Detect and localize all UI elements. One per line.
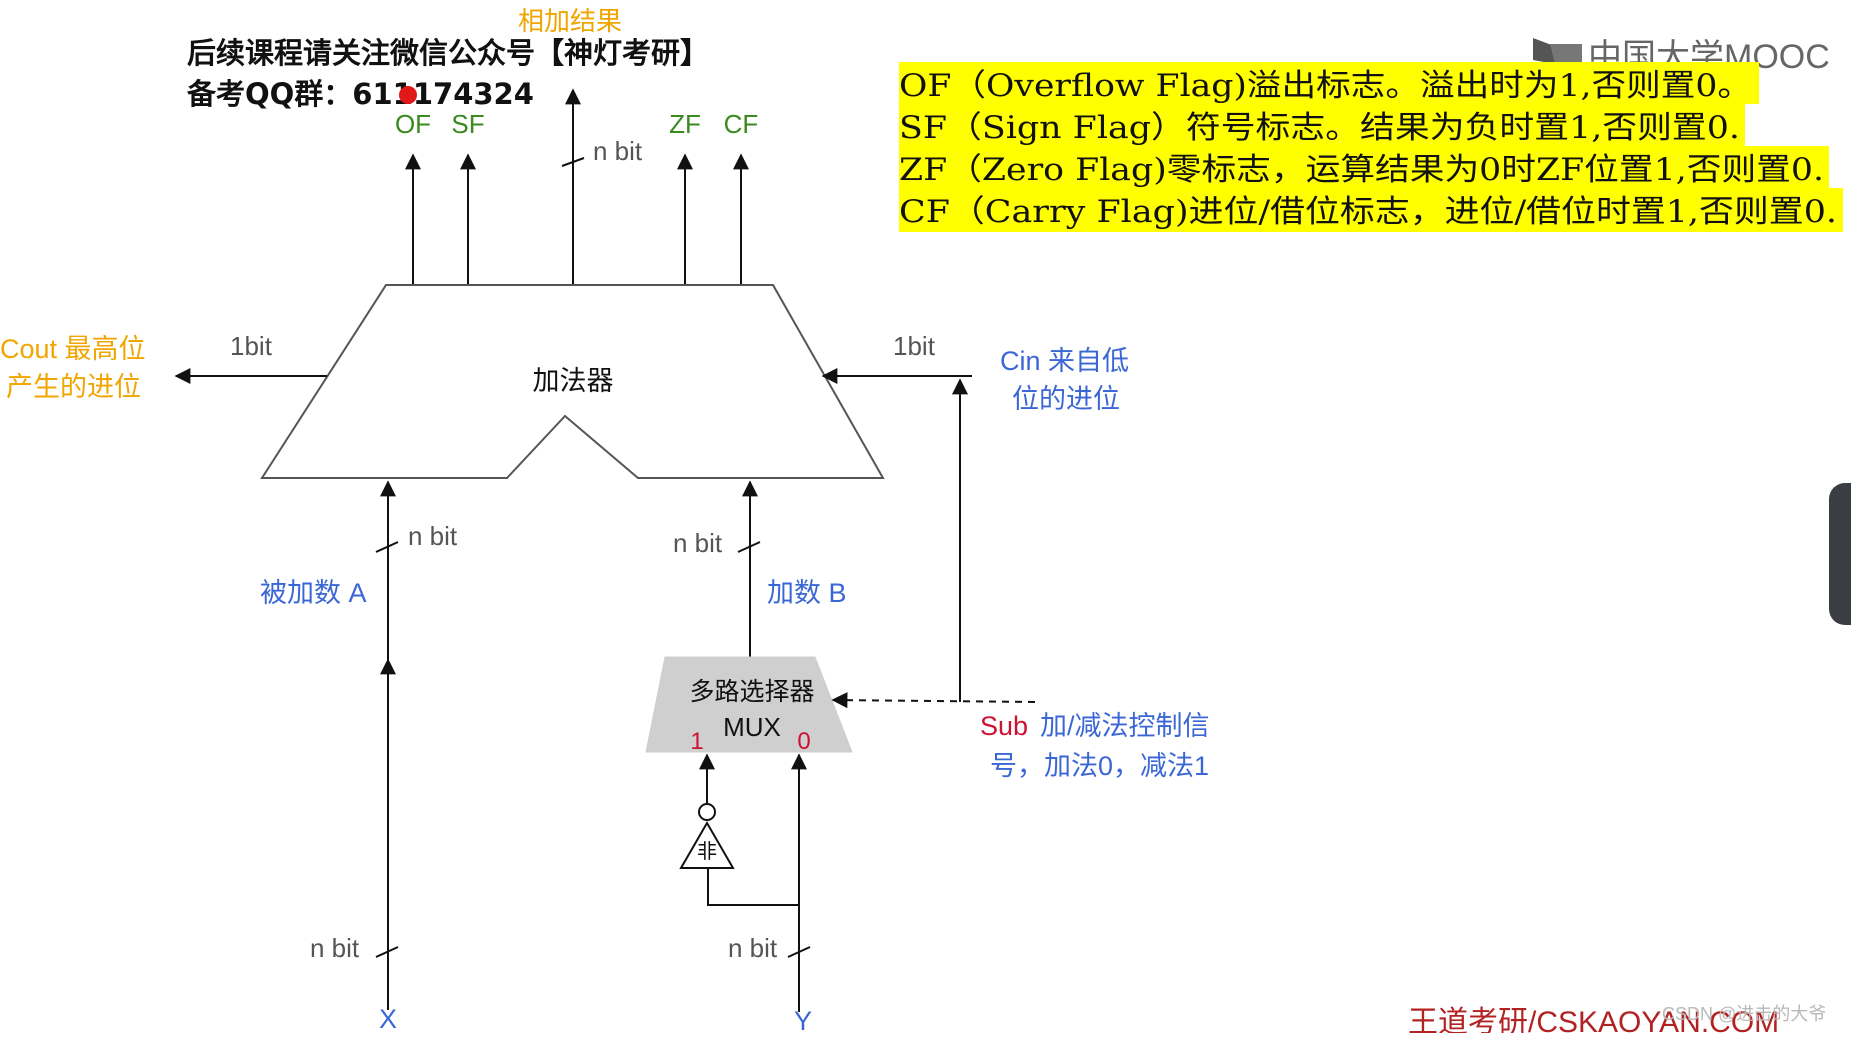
of-label: OF [395, 109, 431, 139]
sum-width-tick [561, 157, 585, 167]
side-collapse-tab[interactable] [1829, 483, 1851, 625]
mux-title: 多路选择器 [689, 678, 814, 706]
input-a-path [375, 480, 399, 1010]
y-branch-to-not [707, 868, 799, 906]
output-arrows [405, 88, 749, 285]
flag-line-2-highlight [899, 104, 1745, 146]
flag-line-1-highlight [899, 62, 1759, 104]
sub-label-prefix: Sub [980, 711, 1028, 741]
cin-bits: 1bit [893, 331, 936, 361]
flag-line-of: OF（Overflow Flag)溢出标志。溢出时为1,否则置0。 [899, 68, 1752, 104]
sf-label: SF [451, 109, 484, 139]
x-label: X [379, 1004, 397, 1033]
flag-line-sf: SF（Sign Flag）符号标志。结果为负时置1,否则置0. [899, 110, 1740, 146]
a-width-label: n bit [408, 521, 458, 551]
flag-line-zf: ZF（Zero Flag)零标志，运算结果为0时ZF位置1,否则置0. [899, 152, 1824, 188]
cin-label-line1: Cin 来自低 [1000, 346, 1129, 376]
adder-label: 加法器 [533, 366, 614, 396]
flag-description-box: OF（Overflow Flag)溢出标志。溢出时为1,否则置0。 SF（Sig… [899, 62, 1843, 232]
cf-label: CF [724, 109, 759, 139]
zf-label: ZF [669, 109, 701, 139]
flag-line-cf: CF（Carry Flag)进位/借位标志，进位/借位时置1,否则置0. [899, 194, 1837, 230]
b-width-label: n bit [673, 528, 723, 558]
not-gate-bubble [698, 803, 716, 821]
sum-width-label: n bit [593, 136, 643, 166]
mux-shape [645, 656, 853, 753]
not-gate-label: 非 [697, 840, 717, 863]
input-a-label: 被加数 A [260, 578, 367, 608]
mux-input-1-label: 1 [690, 728, 703, 755]
flag-line-4-highlight [899, 188, 1843, 232]
sub-to-mux-dashed [831, 692, 1036, 709]
cout-label-line2: 产生的进位 [6, 372, 141, 402]
sub-label-line1: 加/减法控制信 [1040, 711, 1210, 741]
header-qq-line: 备考QQ群：611174324 [186, 77, 534, 111]
cursor-dot [399, 86, 417, 104]
b-width-tick [737, 541, 761, 553]
cout-label-line1: Cout 最高位 [0, 334, 146, 364]
cin-label-line2: 位的进位 [1012, 384, 1120, 414]
csdn-watermark: CSDN @进击的大爷 [1662, 1004, 1826, 1024]
sum-result-label: 相加结果 [518, 6, 622, 36]
y-width-tick [787, 946, 811, 958]
input-b-path [737, 480, 761, 657]
adder-shape [260, 284, 885, 479]
x-width-tick [375, 946, 399, 958]
header-wechat-line: 后续课程请关注微信公众号【神灯考研】 [187, 36, 709, 70]
a-width-tick [375, 541, 399, 553]
mux-input-0-label: 0 [797, 728, 810, 755]
input-b-label: 加数 B [767, 578, 847, 608]
mux-name: MUX [723, 712, 781, 742]
sub-label-line2: 号，加法0，减法1 [990, 751, 1209, 781]
y-width-label: n bit [728, 933, 778, 963]
y-label: Y [794, 1006, 812, 1033]
x-width-label: n bit [310, 933, 360, 963]
flag-line-3-highlight [899, 146, 1829, 188]
cout-bits: 1bit [230, 331, 273, 361]
y-path [699, 753, 811, 1012]
not-gate-triangle [679, 821, 735, 869]
